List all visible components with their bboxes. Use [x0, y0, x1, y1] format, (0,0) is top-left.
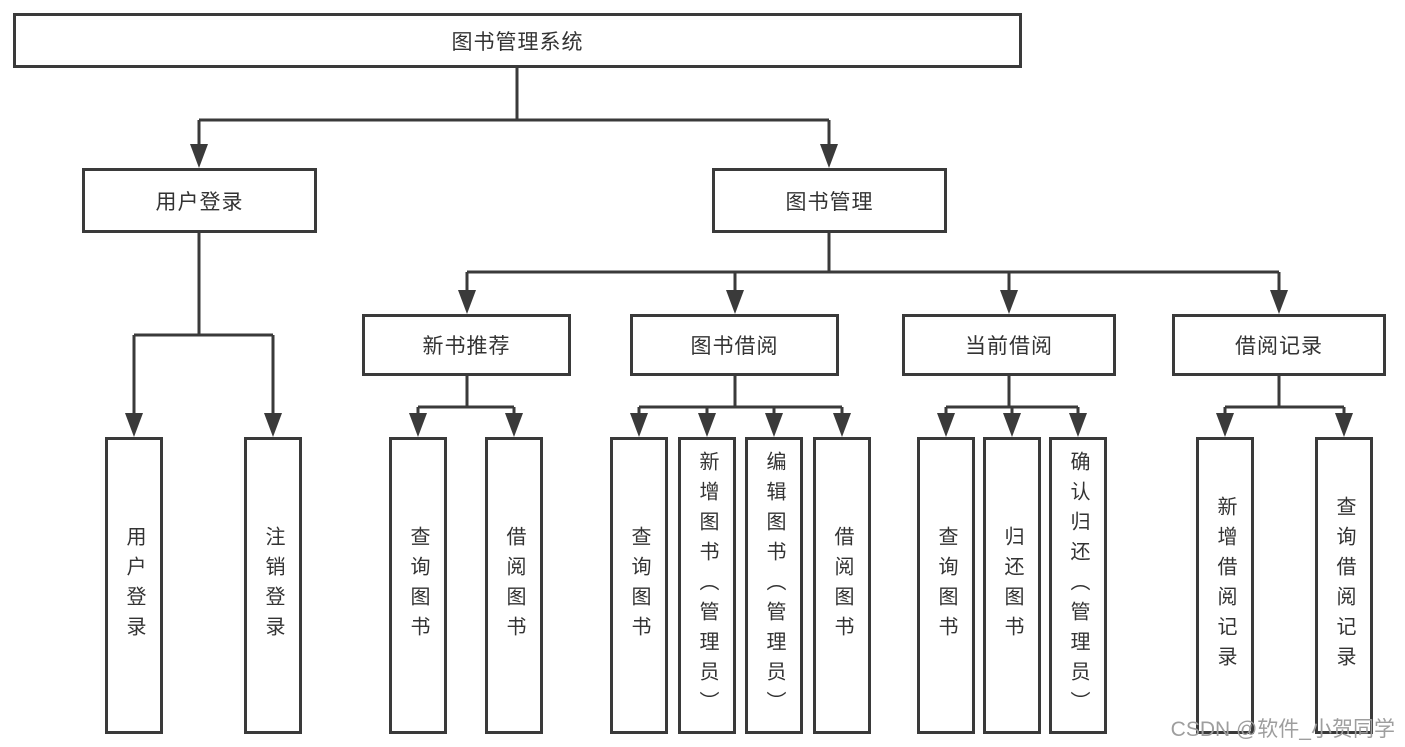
leaf-borrow-borrow-books: 借阅图书 [813, 437, 871, 734]
node-user-login-label: 用户登录 [155, 190, 244, 214]
leaf-recommend-query-books: 查询图书 [389, 437, 447, 734]
connector-login-to-leaves [132, 233, 275, 415]
leaf-borrow-add-books-admin-label: 新增图书（管理员） [696, 450, 718, 721]
connector-borrow-to-leaves [637, 376, 844, 415]
arrowheads-level2 [190, 144, 838, 168]
leaf-borrow-edit-books-admin: 编辑图书（管理员） [745, 437, 803, 734]
leaf-records-query-record: 查询借阅记录 [1315, 437, 1373, 734]
leaf-borrow-edit-books-admin-label: 编辑图书（管理员） [763, 450, 785, 721]
node-book-borrow-label: 图书借阅 [690, 335, 779, 358]
connector-recommend-to-leaves [416, 376, 516, 415]
leaf-logout-login-label: 注销登录 [262, 525, 284, 646]
leaf-records-add-record-label: 新增借阅记录 [1214, 495, 1236, 676]
arrowheads-current-leaves [937, 413, 1087, 437]
node-current-borrow: 当前借阅 [902, 314, 1116, 376]
leaf-borrow-query-books: 查询图书 [610, 437, 668, 734]
arrowheads-level3 [458, 290, 1288, 314]
node-borrow-records-label: 借阅记录 [1235, 335, 1323, 358]
leaf-borrow-add-books-admin: 新增图书（管理员） [678, 437, 736, 734]
leaf-logout-login: 注销登录 [244, 437, 302, 734]
node-root-label: 图书管理系统 [451, 30, 584, 54]
leaf-current-query-books: 查询图书 [917, 437, 975, 734]
node-current-borrow-label: 当前借阅 [965, 335, 1053, 358]
node-user-login: 用户登录 [82, 168, 317, 233]
arrowheads-login-leaves [125, 413, 282, 437]
leaf-recommend-query-books-label: 查询图书 [407, 525, 429, 646]
node-borrow-records: 借阅记录 [1172, 314, 1386, 376]
leaf-current-query-books-label: 查询图书 [935, 525, 957, 646]
leaf-borrow-borrow-books-label: 借阅图书 [831, 525, 853, 646]
node-book-management-label: 图书管理 [785, 190, 874, 214]
node-root: 图书管理系统 [13, 13, 1022, 68]
leaf-current-confirm-return-admin: 确认归还（管理员） [1049, 437, 1107, 734]
node-new-book-recommend-label: 新书推荐 [422, 335, 511, 358]
leaf-recommend-borrow-books-label: 借阅图书 [503, 525, 525, 646]
leaf-current-return-books-label: 归还图书 [1001, 525, 1023, 646]
leaf-user-login: 用户登录 [105, 437, 163, 734]
leaf-current-return-books: 归还图书 [983, 437, 1041, 734]
leaf-user-login-label: 用户登录 [123, 525, 145, 646]
connector-mgmt-to-level3 [465, 233, 1281, 292]
arrowheads-recommend-leaves [409, 413, 523, 437]
arrowheads-records-leaves [1216, 413, 1353, 437]
leaf-records-query-record-label: 查询借阅记录 [1333, 495, 1355, 676]
node-new-book-recommend: 新书推荐 [362, 314, 571, 376]
connector-root-to-level2 [197, 68, 831, 146]
leaf-recommend-borrow-books: 借阅图书 [485, 437, 543, 734]
leaf-current-confirm-return-admin-label: 确认归还（管理员） [1067, 450, 1089, 721]
node-book-borrow: 图书借阅 [630, 314, 839, 376]
leaf-borrow-query-books-label: 查询图书 [628, 525, 650, 646]
connector-current-to-leaves [944, 376, 1080, 415]
leaf-records-add-record: 新增借阅记录 [1196, 437, 1254, 734]
connector-records-to-leaves [1223, 376, 1346, 415]
node-book-management: 图书管理 [712, 168, 947, 233]
watermark: CSDN @软件_小贺同学 [1170, 718, 1395, 741]
arrowheads-borrow-leaves [630, 413, 851, 437]
